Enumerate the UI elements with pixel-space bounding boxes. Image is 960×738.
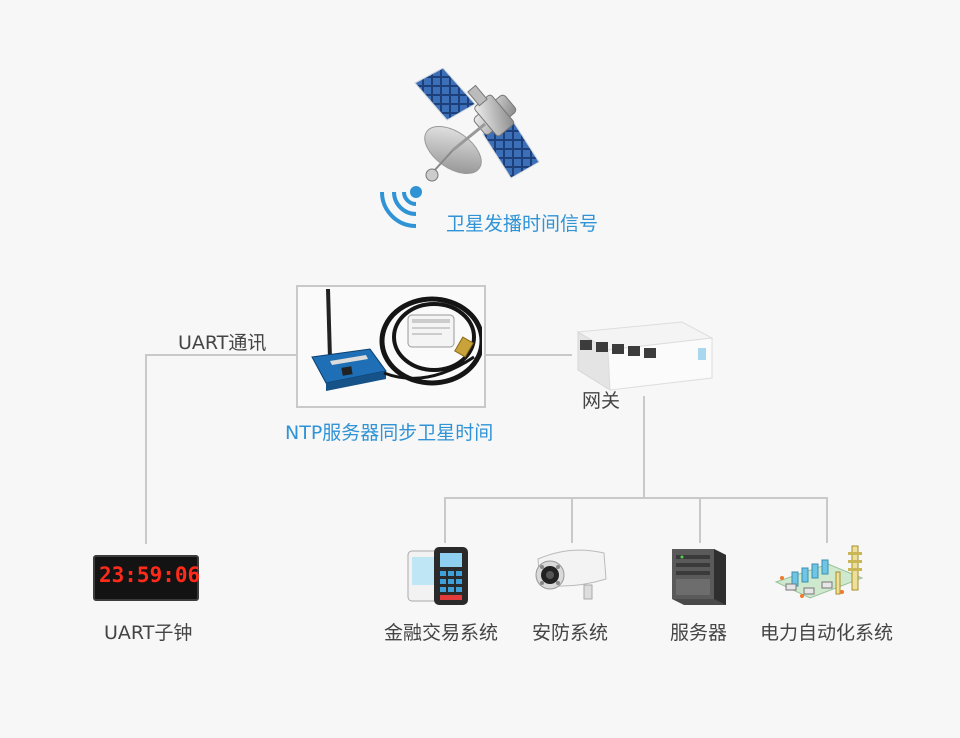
uart-clock-label: UART子钟 [104,622,193,644]
signal-wave-icon [378,182,428,232]
server-tower-icon [668,545,730,607]
ntp-server-box [296,285,486,408]
uart-link-label: UART通讯 [178,332,267,354]
line-drop-security [571,497,573,543]
satellite-label: 卫星发播时间信号 [446,213,599,235]
line-drop-server [699,497,701,543]
ntp-server-label: NTP服务器同步卫星时间 [285,422,494,444]
line-uart-horizontal [145,354,297,356]
line-bus [444,497,828,499]
power-grid-icon [772,542,868,608]
line-uart-vertical [145,354,147,544]
server-label: 服务器 [670,622,728,644]
line-drop-power [826,497,828,543]
finance-label: 金融交易系统 [384,622,499,644]
clock-time-readout: 23:59:06 [99,563,201,587]
ntp-board-icon [306,289,482,401]
uart-clock-display: 23:59:06 [93,555,201,601]
security-camera-icon [530,545,610,607]
line-drop-finance [444,497,446,543]
gateway-label: 网关 [582,390,621,412]
security-label: 安防系统 [532,622,609,644]
satellite-icon [405,68,545,193]
gateway-switch-icon [572,318,716,394]
line-gateway-down [643,396,645,498]
power-label: 电力自动化系统 [760,622,894,644]
pos-terminal-icon [404,545,474,607]
line-ntp-gateway [484,354,572,356]
